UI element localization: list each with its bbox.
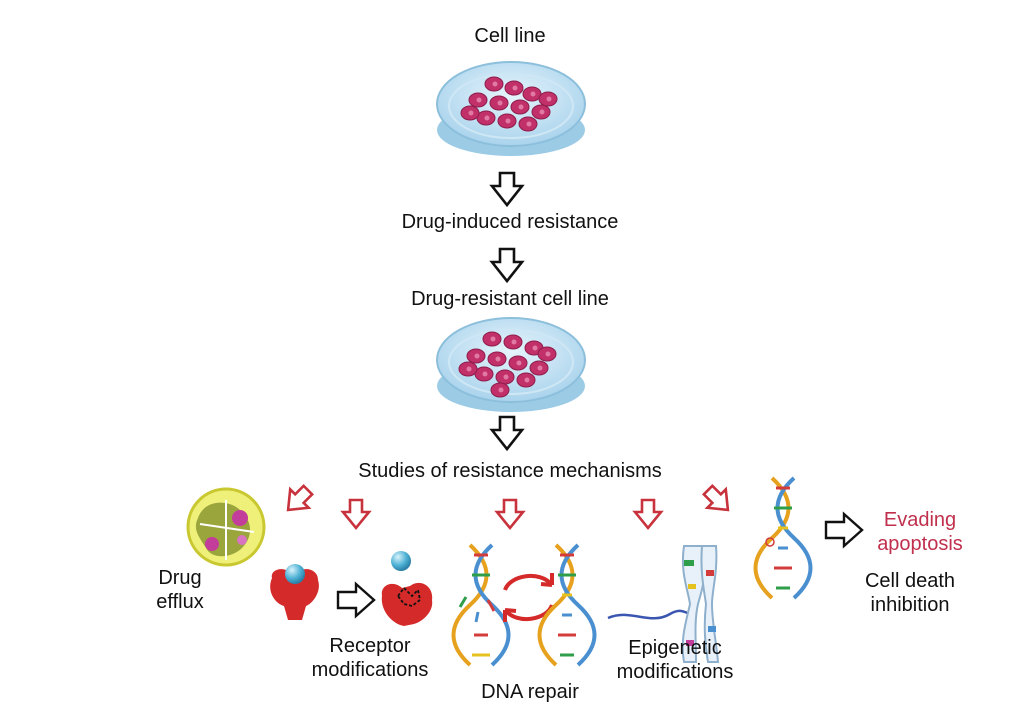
epigenetic-modifications-label-line2: modifications [616,661,734,683]
receptor-transition-arrow [336,581,376,619]
receptor-modifications-label-line2: modifications [311,659,429,681]
flow-arrow-1 [490,171,524,207]
branch-arrow-dna-repair [495,498,525,530]
petri-dish-cell-line [436,61,586,156]
flow-arrow-3 [490,415,524,451]
branch-arrow-apoptosis [697,479,739,521]
drug-resistant-cell-line-label: Drug-resistant cell line [411,288,609,310]
studies-of-mechanisms-label: Studies of resistance mechanisms [358,460,662,482]
dna-helix-apoptosis-icon [753,476,813,600]
flow-arrow-2 [490,247,524,283]
chromosome-icon [607,545,720,663]
cell-death-inhibition-label-line1: Cell death [864,570,956,592]
drug-efflux-cell-icon [186,487,266,567]
modified-receptor-icon [381,551,433,626]
evading-apoptosis-label-line1: Evading [883,509,957,531]
drug-induced-resistance-label: Drug-induced resistance [401,211,619,233]
dna-helix-right-icon [537,543,597,667]
apoptosis-transition-arrow [824,511,864,549]
dna-helix-left-icon [451,543,511,667]
branch-arrow-receptor [341,498,371,530]
petri-dish-resistant-cell-line [436,317,586,412]
receptor-modifications-label-line1: Receptor [329,635,411,657]
evading-apoptosis-label-line2: apoptosis [877,533,963,555]
drug-efflux-label-line1: Drug [158,567,202,589]
branch-arrow-efflux [277,479,319,521]
dna-repair-label: DNA repair [481,681,579,703]
receptor-icon [270,564,319,620]
drug-efflux-label-line2: efflux [156,591,204,613]
branch-arrow-epigenetic [633,498,663,530]
cell-death-inhibition-label-line2: inhibition [870,594,950,616]
cell-line-label: Cell line [474,25,546,47]
epigenetic-modifications-label-line1: Epigenetic [628,637,722,659]
